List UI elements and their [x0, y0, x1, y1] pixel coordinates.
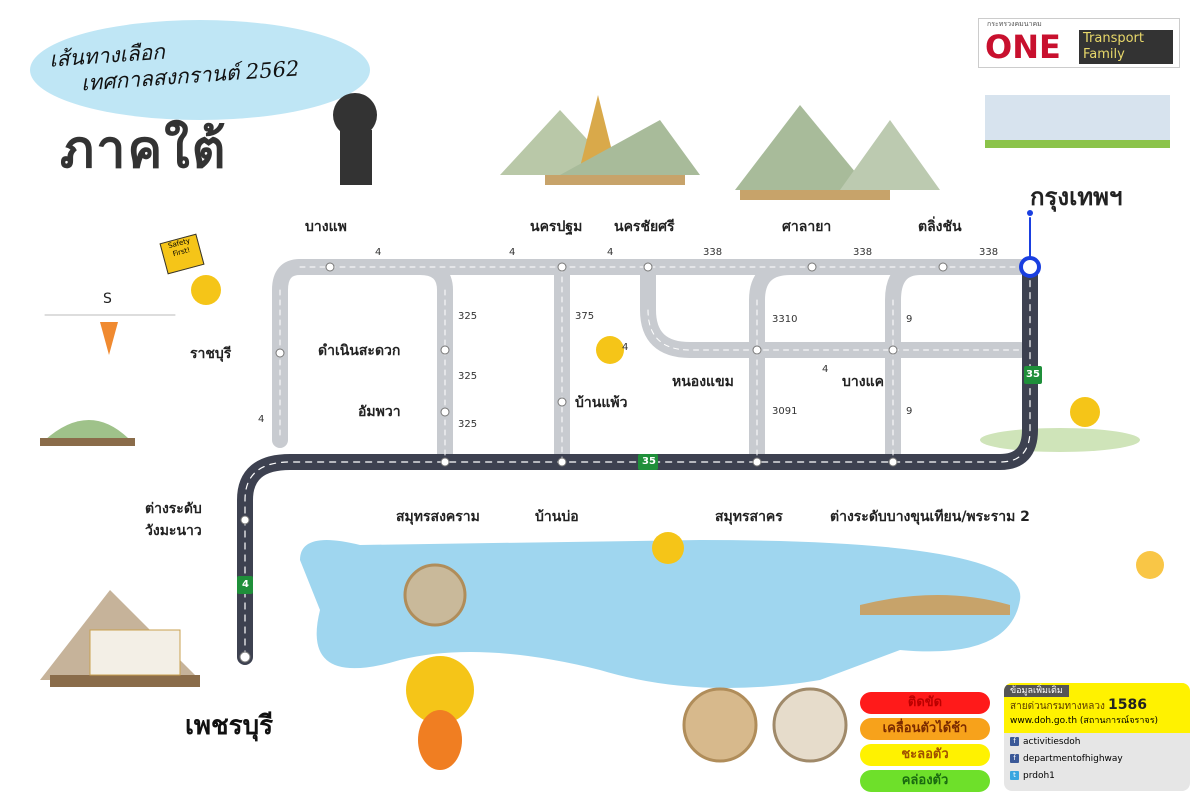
route-number: 9 — [906, 314, 913, 325]
route-number: 325 — [458, 371, 478, 382]
place-samut-sakhon: สมุทรสาคร — [715, 509, 783, 525]
route-shield-4: 4 — [242, 579, 249, 590]
route-number: 325 — [458, 419, 478, 430]
route-number: 4 — [622, 342, 629, 353]
place-wang-manao-1: ต่างระดับ — [145, 501, 202, 517]
route-shield-35: 35 — [642, 456, 656, 467]
scenery — [30, 20, 1170, 763]
mascot-figures — [191, 93, 1100, 770]
social-name: activitiesdoh — [1023, 736, 1081, 747]
place-bang-phae: บางแพ — [305, 219, 347, 235]
nodes — [239, 210, 1041, 663]
social-name: prdoh1 — [1023, 770, 1055, 781]
place-nong-khaem: หนองแขม — [672, 374, 734, 390]
route-shield-35: 35 — [1026, 369, 1040, 380]
route-number: 338 — [979, 247, 999, 258]
place-bang-khae: บางแค — [842, 374, 884, 390]
place-taling-chan: ตลิ่งชัน — [918, 219, 962, 235]
twitter-icon: t — [1010, 771, 1019, 780]
route-number: 9 — [906, 406, 913, 417]
route-number: 338 — [703, 247, 723, 258]
legend-jammed: ติดขัด — [860, 692, 990, 714]
compass-label: S — [103, 291, 112, 307]
one-transport-family-logo: กระทรวงคมนาคม ONE Transport Family — [978, 18, 1180, 68]
place-nakhon-chai-si: นครชัยศรี — [614, 219, 675, 235]
route-number: 4 — [509, 247, 516, 258]
place-phetchaburi: เพชรบุรี — [185, 711, 274, 741]
info-box: ข้อมูลเพิ่มเติม สายด่วนกรมทางหลวง 1586 w… — [1004, 683, 1190, 791]
route-shields — [237, 366, 1042, 594]
place-damnoen-saduak: ดำเนินสะดวก — [318, 343, 401, 359]
route-number: 4 — [822, 364, 829, 375]
region-title: ภาคใต้ — [60, 120, 228, 180]
logo-family: Family — [1083, 47, 1125, 62]
route-number: 3091 — [772, 406, 798, 417]
place-ratchaburi: ราชบุรี — [190, 346, 232, 362]
route-number: 325 — [458, 311, 478, 322]
route-number: 4 — [607, 247, 614, 258]
facebook-icon: f — [1010, 754, 1019, 763]
logo-one: ONE — [985, 28, 1061, 66]
website-link[interactable]: www.doh.go.th (สถานการณ์จราจร) — [1010, 716, 1159, 726]
place-ban-bo: บ้านบ่อ — [535, 509, 579, 525]
place-bangkok: กรุงเทพฯ — [1030, 183, 1123, 211]
roads — [44, 217, 1038, 665]
route-number: 375 — [575, 311, 595, 322]
logo-ministry: กระทรวงคมนาคม — [987, 20, 1042, 28]
legend-slowing: ชะลอตัว — [860, 744, 990, 766]
social-twitter[interactable]: t prdoh1 — [1004, 767, 1190, 784]
hotline-label: สายด่วนกรมทางหลวง — [1010, 701, 1105, 712]
info-heading: ข้อมูลเพิ่มเติม — [1004, 685, 1069, 697]
place-wang-manao-2: วังมะนาว — [145, 523, 202, 539]
legend-slow: เคลื่อนตัวได้ช้า — [860, 718, 990, 740]
place-ban-phaeo: บ้านแพ้ว — [575, 395, 628, 411]
social-facebook-activities[interactable]: f activitiesdoh — [1004, 733, 1190, 750]
place-samut-songkhram: สมุทรสงคราม — [396, 509, 480, 525]
route-number: 338 — [853, 247, 873, 258]
route-number: 4 — [375, 247, 382, 258]
place-nakhon-pathom: นครปฐม — [530, 219, 583, 235]
logo-transport: Transport — [1083, 31, 1145, 46]
social-name: departmentofhighway — [1023, 753, 1123, 764]
route-number: 4 — [258, 414, 265, 425]
route-number: 3310 — [772, 314, 798, 325]
hotline-number: 1586 — [1108, 697, 1148, 713]
place-amphawa: อัมพวา — [358, 404, 401, 420]
legend-clear: คล่องตัว — [860, 770, 990, 792]
facebook-icon: f — [1010, 737, 1019, 746]
place-bang-khun-thian: ต่างระดับบางขุนเทียน/พระราม 2 — [830, 509, 1030, 525]
social-facebook-highway[interactable]: f departmentofhighway — [1004, 750, 1190, 767]
place-salaya: ศาลายา — [782, 219, 832, 235]
